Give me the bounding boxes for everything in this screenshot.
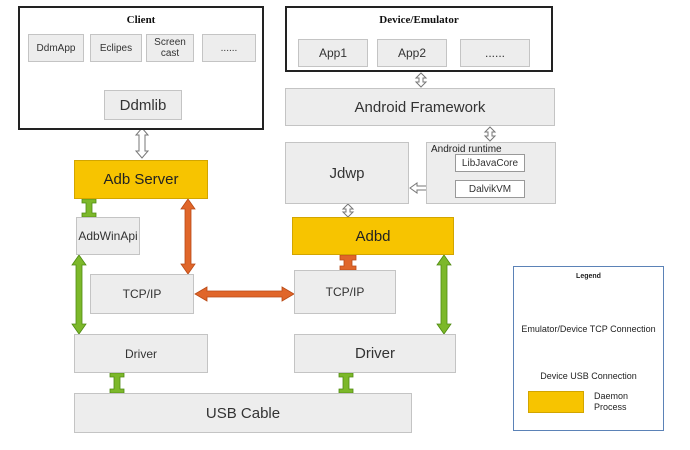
- app1-box: App1: [298, 39, 368, 67]
- device-more-box: ......: [460, 39, 530, 67]
- adbd-tcpip-tcp-connector: [339, 254, 357, 271]
- host-tcpip-box: TCP/IP: [90, 274, 194, 314]
- device-driver-box: Driver: [294, 334, 456, 373]
- adbwinapi-box: AdbWinApi: [76, 217, 140, 255]
- android-runtime-title: Android runtime: [431, 144, 502, 155]
- client-title: Client: [126, 14, 156, 26]
- legend-tcp-label: Emulator/Device TCP Connection: [521, 324, 656, 334]
- device-tcpip-box: TCP/IP: [294, 270, 396, 314]
- adbserver-adbwinapi-usb-connector: [81, 198, 97, 218]
- usb-cable-box: USB Cable: [74, 393, 412, 433]
- client-more-box: ......: [202, 34, 256, 62]
- legend-panel: Legend Emulator/Device TCP Connection De…: [513, 266, 664, 431]
- apps-framework-connector: [414, 72, 428, 88]
- device-driver-usb-connector: [338, 372, 354, 394]
- legend-usb-label: Device USB Connection: [540, 371, 637, 381]
- app2-box: App2: [377, 39, 447, 67]
- adbd-driver-usb-arrow: [436, 254, 452, 335]
- host-driver-box: Driver: [74, 334, 208, 373]
- jdwp-box: Jdwp: [285, 142, 409, 204]
- legend-daemon-swatch: [528, 391, 584, 413]
- jdwp-adbd-connector: [341, 203, 355, 218]
- legend-title: Legend: [576, 273, 601, 280]
- dalvikvm-box: DalvikVM: [455, 180, 525, 198]
- adbd-box: Adbd: [292, 217, 454, 255]
- adbserver-tcpip-tcp-arrow: [180, 198, 196, 275]
- ddmapp-box: DdmApp: [28, 34, 84, 62]
- libjavacore-box: LibJavaCore: [455, 154, 525, 172]
- framework-runtime-connector: [483, 126, 497, 142]
- legend-daemon-label: Daemon Process: [594, 391, 629, 412]
- adbwinapi-driver-usb-arrow: [71, 254, 87, 335]
- host-device-tcp-arrow: [194, 286, 295, 302]
- host-driver-usb-connector: [109, 372, 125, 394]
- device-title: Device/Emulator: [379, 14, 459, 26]
- eclipes-box: Eclipes: [90, 34, 142, 62]
- screencast-box: Screen cast: [146, 34, 194, 62]
- ddmlib-adbserver-connector: [134, 127, 150, 159]
- ddmlib-box: Ddmlib: [104, 90, 182, 120]
- android-framework-box: Android Framework: [285, 88, 555, 126]
- adb-server-box: Adb Server: [74, 160, 208, 199]
